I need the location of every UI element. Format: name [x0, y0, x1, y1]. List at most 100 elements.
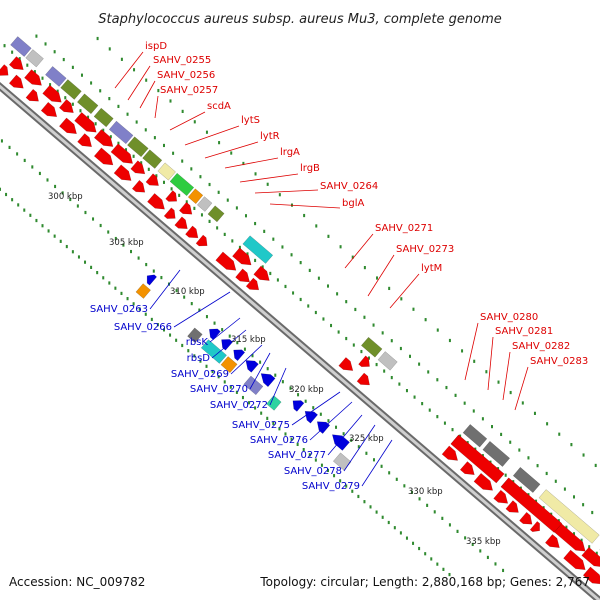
tick-dot: [426, 503, 429, 507]
tick-dot: [61, 191, 64, 195]
forward-cds-arrow: [563, 549, 586, 571]
tick-dot: [44, 42, 47, 46]
tick-dot: [223, 232, 226, 237]
leader-line: [114, 51, 144, 89]
tick-dot: [145, 262, 148, 267]
tick-dot: [278, 193, 281, 197]
tick-dot: [228, 334, 231, 338]
tick-dot: [120, 291, 123, 296]
genome-backbone: [0, 81, 600, 600]
leader-line: [254, 189, 319, 194]
tick-dot: [527, 456, 530, 460]
tick-dot: [546, 422, 549, 426]
tick-dot: [443, 421, 446, 425]
tick-dot: [193, 120, 196, 124]
tick-dot: [314, 458, 317, 462]
tick-dot: [5, 192, 8, 197]
tick-dot: [588, 545, 591, 549]
forward-gene-label: SAHV_0273: [396, 244, 454, 255]
category-block: [196, 196, 213, 212]
tick-dot: [466, 441, 469, 445]
tick-dot: [157, 88, 160, 93]
tick-dot: [445, 385, 448, 390]
reverse-cds-arrow: [233, 349, 246, 362]
label-leader-lines: [114, 51, 529, 487]
forward-cds-arrow: [338, 357, 354, 371]
tick-dot: [71, 65, 74, 69]
category-block: [157, 162, 176, 181]
tick-dot: [436, 378, 439, 382]
tick-dot: [545, 471, 548, 476]
tick-dot: [226, 198, 229, 202]
reverse-category-block: [266, 395, 282, 411]
category-block: [360, 336, 383, 358]
tick-dot: [251, 354, 254, 358]
reverse-category-block: [187, 327, 203, 344]
tick-dot: [193, 206, 196, 210]
tick-dot: [216, 226, 219, 230]
tick-dot: [246, 252, 249, 256]
tick-dot: [175, 338, 178, 342]
tick-dot: [259, 360, 262, 364]
tick-dot: [102, 276, 105, 280]
forward-cds-arrow: [74, 112, 97, 133]
tick-dot: [35, 34, 38, 38]
tick-dot: [150, 317, 153, 322]
tick-dot: [254, 258, 257, 263]
leader-line: [184, 125, 240, 146]
tick-dot: [3, 44, 6, 48]
tick-dot: [380, 464, 383, 468]
tick-dot: [393, 526, 396, 530]
tick-dot: [235, 390, 238, 394]
leader-line: [343, 424, 376, 472]
tick-dot: [96, 270, 99, 275]
tick-dot: [326, 468, 329, 473]
tick-dot: [190, 167, 193, 171]
forward-cds-arrow: [529, 521, 540, 533]
leader-line: [502, 351, 511, 401]
tick-dot: [181, 343, 184, 348]
tick-dot: [16, 152, 19, 156]
tick-dot: [365, 451, 368, 455]
tick-dot: [99, 223, 102, 228]
forward-gene-label: SAHV_0256: [157, 70, 215, 81]
tick-dot: [290, 253, 293, 257]
tick-dot: [472, 409, 475, 413]
tick-dot: [388, 286, 391, 291]
forward-cds-arrow: [441, 445, 459, 461]
tick-dot: [53, 234, 56, 238]
tick-dot: [80, 73, 83, 77]
tick-dot: [102, 128, 105, 132]
tick-dot: [272, 421, 275, 426]
reverse-gene-label: SAHV_0276: [250, 435, 308, 446]
tick-dot: [554, 479, 557, 483]
tick-dot: [254, 406, 257, 410]
tick-dot: [23, 158, 26, 163]
tick-dot: [266, 182, 269, 186]
tick-dot: [398, 382, 401, 386]
tick-dot: [327, 234, 330, 238]
tick-dot: [357, 494, 360, 499]
leader-line: [269, 203, 341, 209]
tick-dot: [235, 206, 238, 210]
tick-dot: [408, 354, 411, 358]
reverse-gene-label: rbsK: [186, 337, 209, 348]
tick-dot: [413, 395, 416, 399]
reverse-category-block: [220, 356, 238, 374]
leader-line: [209, 317, 241, 343]
tick-dot: [290, 437, 293, 441]
forward-cds-arrow: [113, 164, 132, 181]
tick-dot: [135, 120, 138, 124]
forward-cds-arrow: [8, 56, 24, 71]
forward-cds-arrow: [24, 69, 42, 86]
tick-dot: [238, 245, 241, 250]
tick-dot: [284, 432, 287, 436]
tick-dot: [47, 229, 50, 233]
tick-dot: [276, 278, 279, 282]
tick-dot: [200, 213, 203, 217]
tick-dot: [11, 50, 14, 54]
tick-dot: [49, 83, 52, 87]
category-block: [538, 489, 600, 544]
